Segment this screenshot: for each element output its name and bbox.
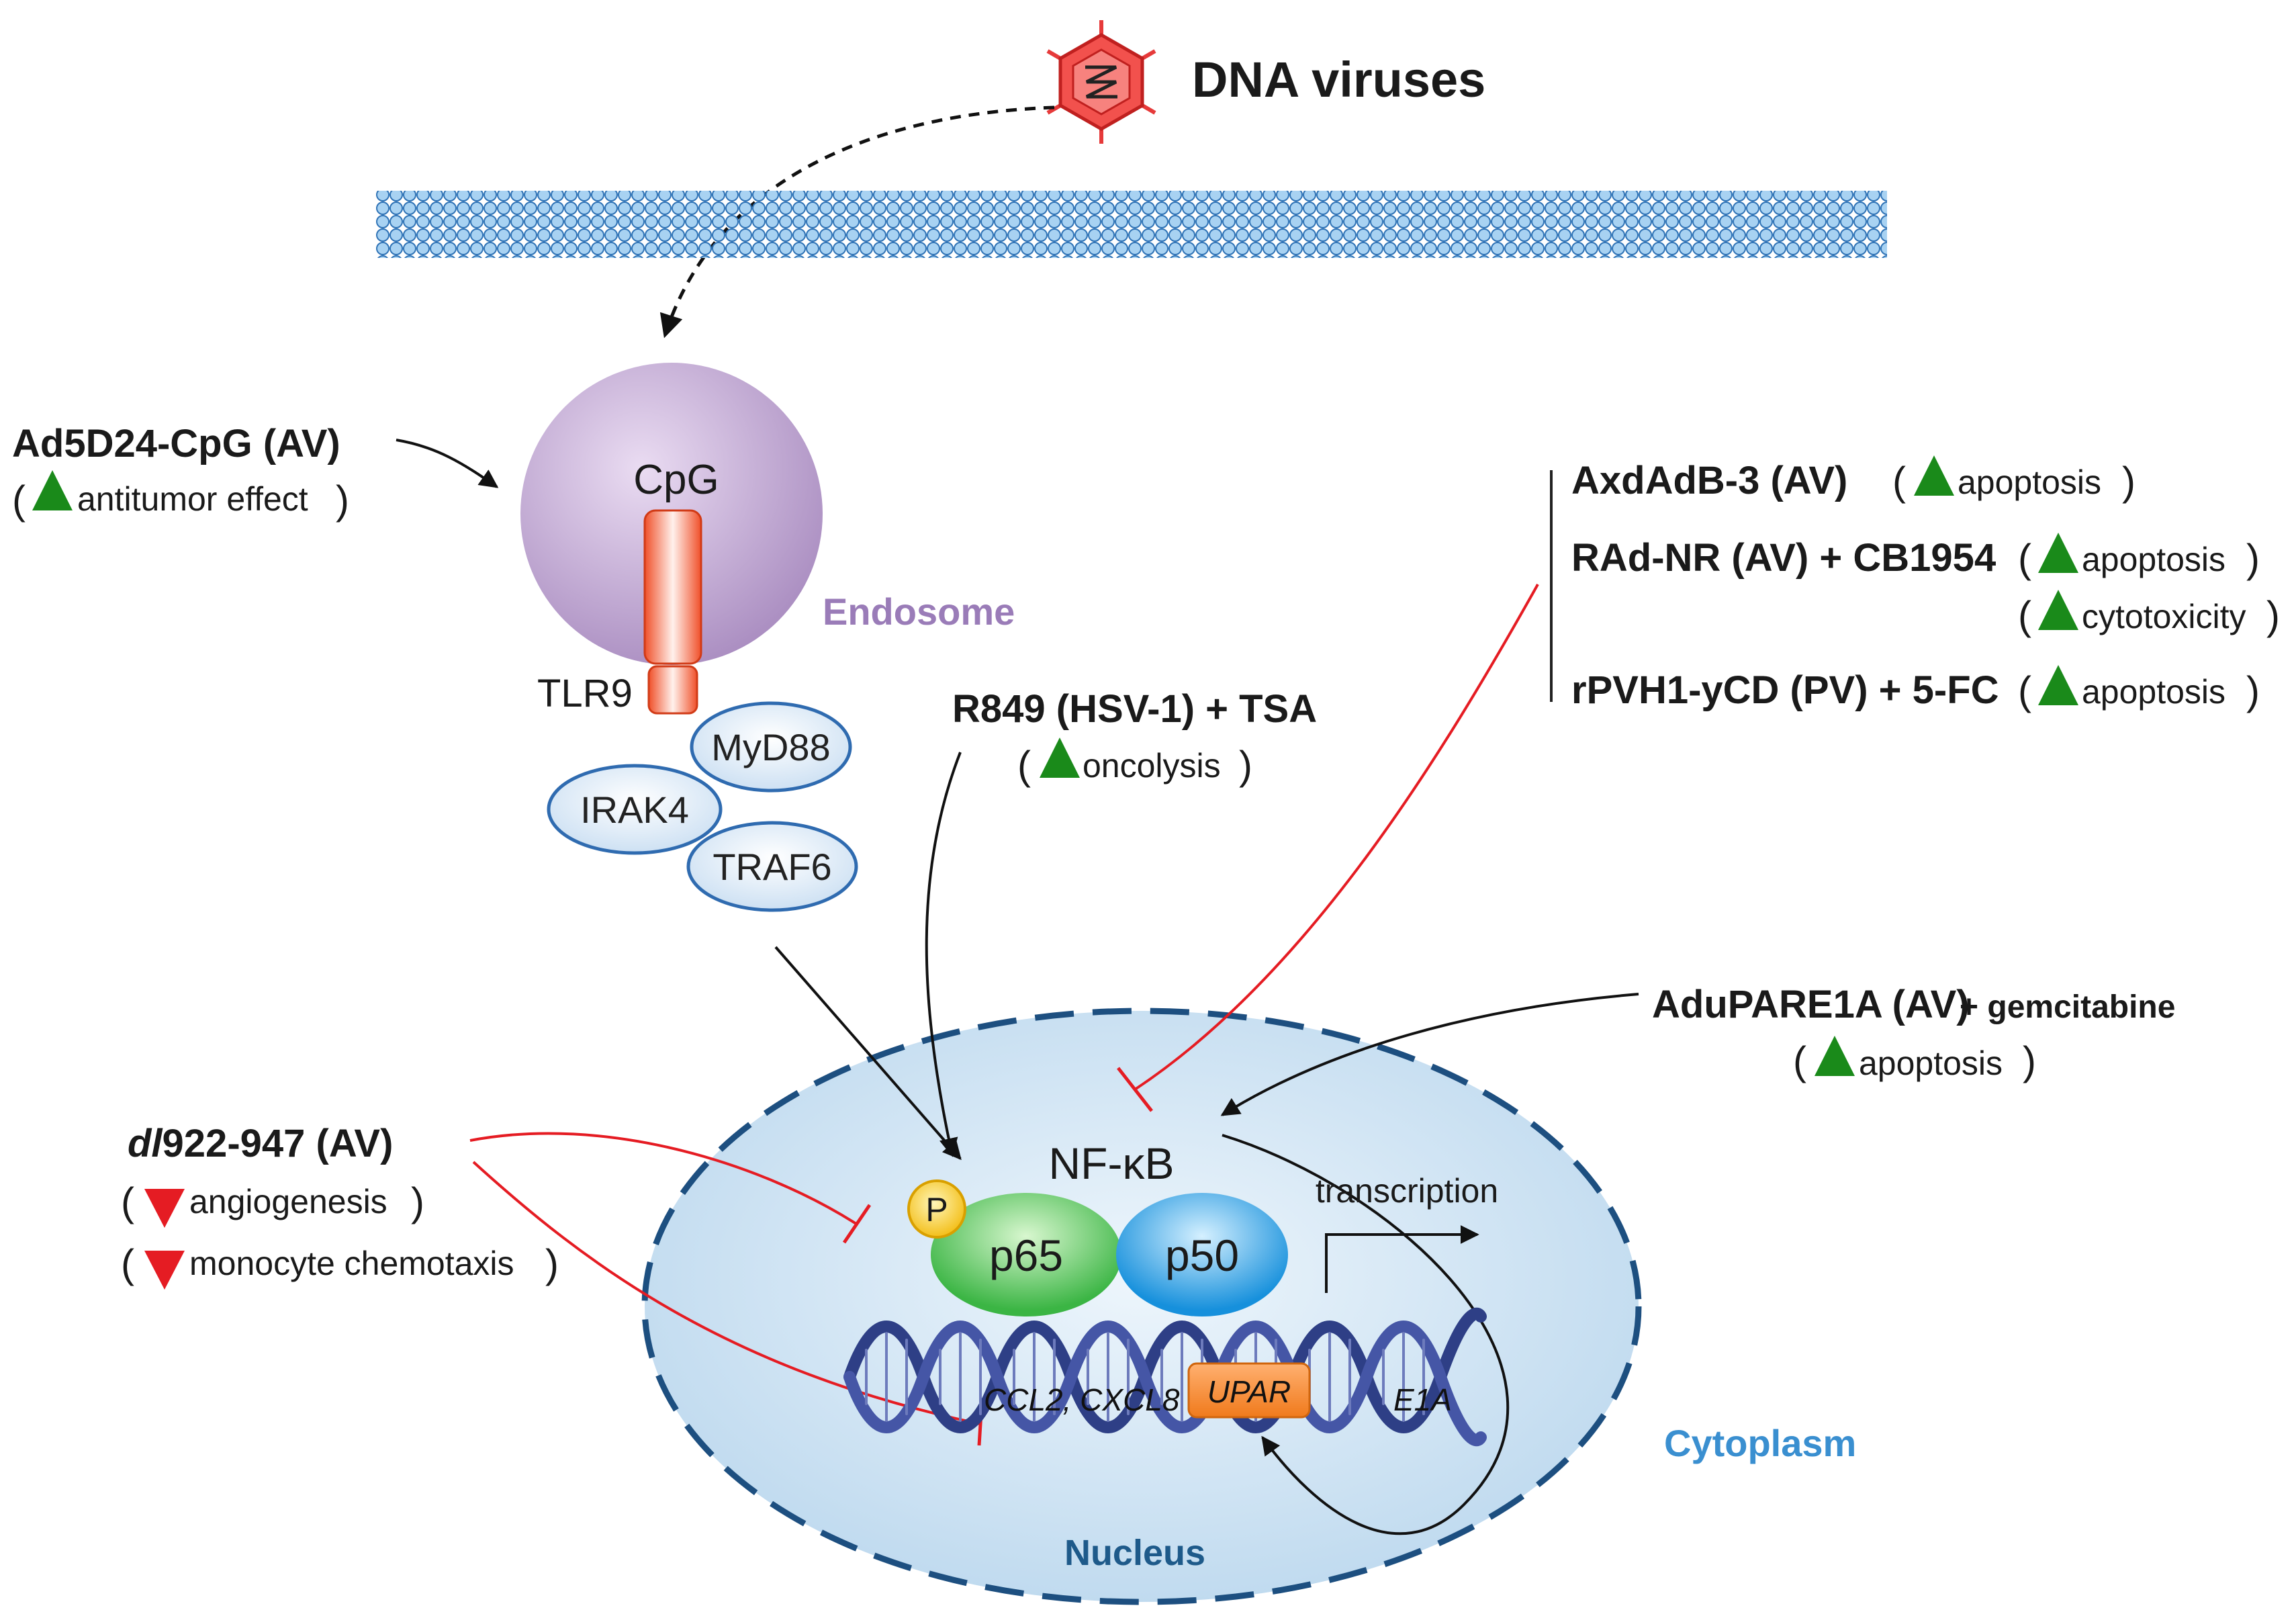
traf6-protein xyxy=(686,821,858,912)
ad5d24-name: Ad5D24-CpG (AV) xyxy=(12,422,340,465)
rpvh1-paren-close: ) xyxy=(2246,668,2260,713)
radnr-name: RAd-NR (AV) + CB1954 xyxy=(1571,536,1996,580)
radnr-effect-2: cytotoxicity xyxy=(2082,598,2246,635)
group-inhibition-line xyxy=(1134,584,1539,1091)
r849-paren-close: ) xyxy=(1239,743,1252,788)
increase-arrow-icon xyxy=(2038,533,2078,573)
cytoplasm-label: Cytoplasm xyxy=(1664,1422,1856,1464)
adupare1a-extra: + gemcitabine xyxy=(1960,989,2175,1025)
adupare1a-to-nfkb-arrow xyxy=(1220,993,1639,1116)
radnr-paren-close-2: ) xyxy=(2266,593,2280,638)
dl922-effect-2: monocyte chemotaxis xyxy=(189,1245,514,1282)
tlr9-label: TLR9 xyxy=(537,672,633,715)
p50-subunit xyxy=(1116,1193,1288,1316)
dl922-name: dl922-947 (AV) xyxy=(128,1122,393,1165)
irak4-protein xyxy=(547,764,723,855)
virus-entry-arrow xyxy=(659,105,1055,339)
adupare1a-effect: apoptosis xyxy=(1859,1044,2003,1082)
traf6-to-nfkb-arrow xyxy=(774,946,962,1161)
dl922-paren-close-2: ) xyxy=(545,1241,559,1286)
tlr9-stem xyxy=(647,665,698,715)
rpvh1-paren-open: ( xyxy=(2018,668,2031,713)
decrease-arrow-icon xyxy=(144,1189,185,1228)
axdadb3-effect: apoptosis xyxy=(1958,463,2101,501)
rpvh1-effect: apoptosis xyxy=(2082,673,2225,711)
dl922-name-rest: 922-947 (AV) xyxy=(163,1122,394,1165)
dl922-effect-1: angiogenesis xyxy=(189,1183,387,1220)
phospho-label: P xyxy=(925,1191,948,1228)
ad5d24-effect: antitumor effect xyxy=(77,480,308,518)
radnr-paren-close-1: ) xyxy=(2246,536,2260,581)
ccl2-cxcl8-gene: CCL2, CXCL8 xyxy=(984,1382,1180,1417)
e1a-gene: E1A xyxy=(1393,1382,1452,1417)
transcription-label: transcription xyxy=(1316,1172,1498,1210)
ad5d24-paren-open: ( xyxy=(12,478,26,523)
endosome-label: Endosome xyxy=(823,590,1015,633)
dl922-name-italic: dl xyxy=(128,1122,163,1165)
r849-name: R849 (HSV-1) + TSA xyxy=(952,687,1317,731)
cpg-label: CpG xyxy=(633,457,719,503)
axdadb3-name: AxdAdB-3 (AV) xyxy=(1571,459,1847,502)
nucleus-label: Nucleus xyxy=(1064,1533,1205,1573)
adupare1a-paren-close: ) xyxy=(2023,1038,2036,1083)
irak4-label: IRAK4 xyxy=(580,789,689,831)
traf6-label: TRAF6 xyxy=(713,846,831,888)
axdadb3-paren-open: ( xyxy=(1892,459,1906,504)
cell-membrane xyxy=(376,191,1887,258)
transcription-arrow xyxy=(1325,1225,1479,1293)
upar-gene: UPAR xyxy=(1207,1374,1291,1409)
increase-arrow-icon xyxy=(1914,455,1954,496)
axdadb3-paren-close: ) xyxy=(2122,459,2136,504)
radnr-effect-1: apoptosis xyxy=(2082,541,2225,578)
nucleus xyxy=(641,1008,1642,1605)
dna-helix xyxy=(843,1307,1487,1447)
phospho-group xyxy=(907,1179,966,1239)
p65-subunit xyxy=(931,1193,1121,1316)
adupare1a-paren-open: ( xyxy=(1793,1038,1806,1083)
r849-paren-open: ( xyxy=(1017,743,1031,788)
rpvh1-name: rPVH1-yCD (PV) + 5-FC xyxy=(1571,668,1999,712)
p65-label: p65 xyxy=(989,1231,1063,1280)
ad5d24-arrow xyxy=(396,439,499,488)
myd88-protein xyxy=(690,701,852,793)
dl922-inhibition-line-1 xyxy=(469,1132,858,1225)
dl922-paren-close-1: ) xyxy=(411,1179,424,1224)
tlr9-receptor xyxy=(643,509,702,665)
increase-arrow-icon xyxy=(1815,1036,1855,1076)
dl922-paren-open-2: ( xyxy=(121,1241,134,1286)
group-inhibition-bar xyxy=(1117,1067,1153,1112)
r849-effect: oncolysis xyxy=(1083,747,1221,785)
p50-label: p50 xyxy=(1165,1231,1239,1280)
radnr-paren-open-1: ( xyxy=(2018,536,2031,581)
increase-arrow-icon xyxy=(1040,737,1080,778)
upar-gene-box xyxy=(1187,1362,1311,1419)
increase-arrow-icon xyxy=(2038,665,2078,705)
adupare1a-name: AduPARE1A (AV) xyxy=(1652,983,1970,1026)
nfkb-label: NF-κB xyxy=(1049,1138,1175,1188)
virus-icon xyxy=(1046,20,1156,144)
dl922-paren-open-1: ( xyxy=(121,1179,134,1224)
myd88-label: MyD88 xyxy=(711,726,830,768)
r849-to-nfkb-arrow xyxy=(925,752,962,1157)
dl922-inhibition-bar-1 xyxy=(842,1204,872,1244)
virus-label: DNA viruses xyxy=(1192,52,1485,107)
decrease-arrow-icon xyxy=(144,1251,185,1290)
increase-arrow-icon xyxy=(32,470,73,510)
radnr-paren-open-2: ( xyxy=(2018,593,2031,638)
dl922-inhibition-line-2 xyxy=(472,1161,981,1425)
feedback-loop-arrow xyxy=(1222,1134,1510,1535)
increase-arrow-icon xyxy=(2038,590,2078,630)
ad5d24-paren-close: ) xyxy=(336,478,349,523)
